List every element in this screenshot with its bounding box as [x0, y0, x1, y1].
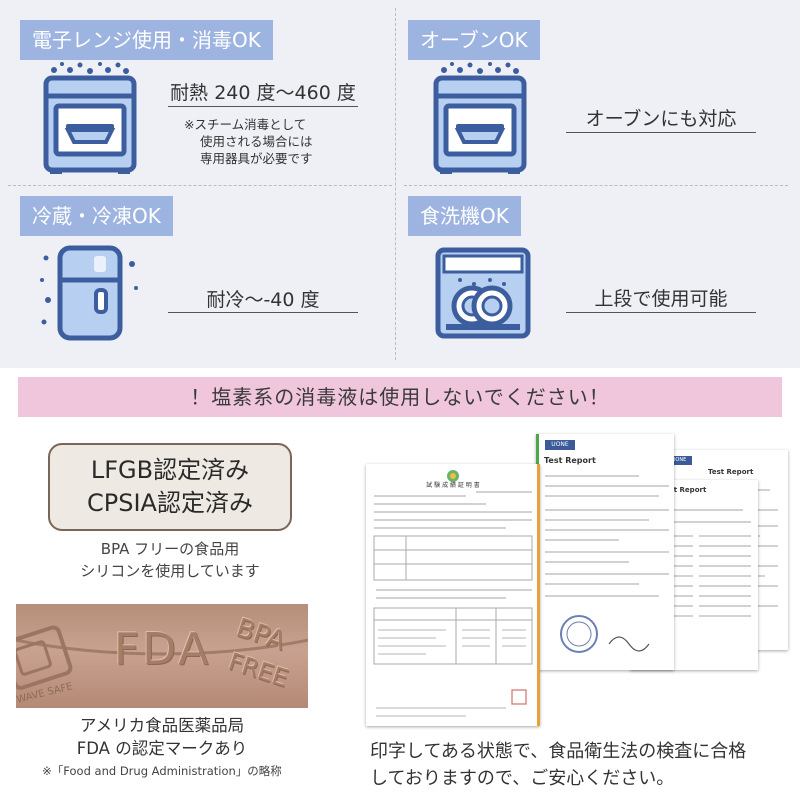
fda-caption: アメリカ食品医薬品局 FDA の認定マークあり — [16, 714, 308, 760]
report-text-lines-front — [545, 475, 669, 653]
underline — [168, 312, 358, 313]
horizontal-divider-right — [404, 185, 788, 186]
lfgb-label: LFGB認定済み — [90, 456, 250, 484]
uone-logo-front: UONE — [545, 440, 575, 450]
underline — [566, 312, 756, 313]
report-title-2: Test Report — [661, 486, 707, 494]
steam-note-3: 専用器具が必要です — [200, 151, 313, 166]
vertical-divider — [395, 8, 396, 360]
oven-text: オーブンにも対応 — [585, 108, 737, 130]
horizontal-divider-left — [8, 185, 392, 186]
bpa-caption: BPA フリーの食品用 シリコンを使用しています — [48, 538, 292, 582]
steam-note-1: ※スチーム消毒として — [184, 117, 307, 132]
freezer-badge: 冷蔵・冷凍OK — [20, 196, 173, 236]
underline — [566, 132, 756, 133]
uone-logo: UONE — [666, 456, 692, 465]
dishwasher-icon — [435, 247, 531, 339]
fda-embossed-photo: FDA BPA FREE WAVE SAFE — [16, 604, 308, 708]
dishwasher-text: 上段で使用可能 — [594, 288, 728, 310]
fda-caption-line-2: FDA の認定マークあり — [76, 739, 248, 758]
steam-note-2: 使用される場合には — [200, 134, 313, 149]
silicone-surface-illustration — [16, 625, 308, 690]
bpa-caption-line-1: BPA フリーの食品用 — [100, 540, 240, 558]
microwave-badge: 電子レンジ使用・消毒OK — [20, 20, 273, 60]
chlorine-warning-banner: ！塩素系の消毒液は使用しないでください！ — [18, 377, 782, 417]
inspection-line-2: しておりますので、ご安心ください。 — [370, 768, 675, 789]
cpsia-label: CPSIA認定済み — [87, 489, 253, 517]
test-documents: UONE Test Report Test Report — [360, 430, 792, 730]
certificate-graphics — [373, 470, 533, 717]
features-area: 電子レンジ使用・消毒OK 耐熱 240 度～460 度 ※スチーム消毒として 使… — [0, 0, 800, 368]
oven-badge: オーブンOK — [408, 20, 540, 60]
oven-icon — [433, 62, 527, 174]
refrigerator-icon — [40, 245, 138, 341]
inspection-passed-text: 印字してある状態で、食品衛生法の検査に合格 しておりますので、ご安心ください。 — [370, 738, 790, 792]
fda-footnote: ※「Food and Drug Administration」の略称 — [42, 764, 282, 778]
microwave-icon — [43, 62, 137, 174]
underline — [168, 106, 358, 107]
inspection-line-1: 印字してある状態で、食品衛生法の検査に合格 — [370, 741, 747, 762]
fda-caption-line-1: アメリカ食品医薬品局 — [79, 716, 245, 735]
freezer-text: 耐冷～-40 度 — [206, 289, 320, 311]
microwave-heat-text: 耐熱 240 度～460 度 — [170, 82, 356, 104]
japanese-certificate: 試 験 成 績 証 明 書 — [366, 464, 540, 726]
report-title-front: Test Report — [544, 456, 596, 465]
certification-box: LFGB認定済み CPSIA認定済み — [48, 443, 292, 531]
test-report-paper-1: UONE Test Report — [536, 434, 674, 670]
fda-emboss-text: FDA — [114, 624, 212, 675]
bpa-caption-line-2: シリコンを使用しています — [80, 562, 260, 580]
certificate-title: 試 験 成 績 証 明 書 — [426, 482, 480, 489]
report-title: Test Report — [708, 468, 754, 476]
dishwasher-badge: 食洗機OK — [408, 196, 521, 236]
